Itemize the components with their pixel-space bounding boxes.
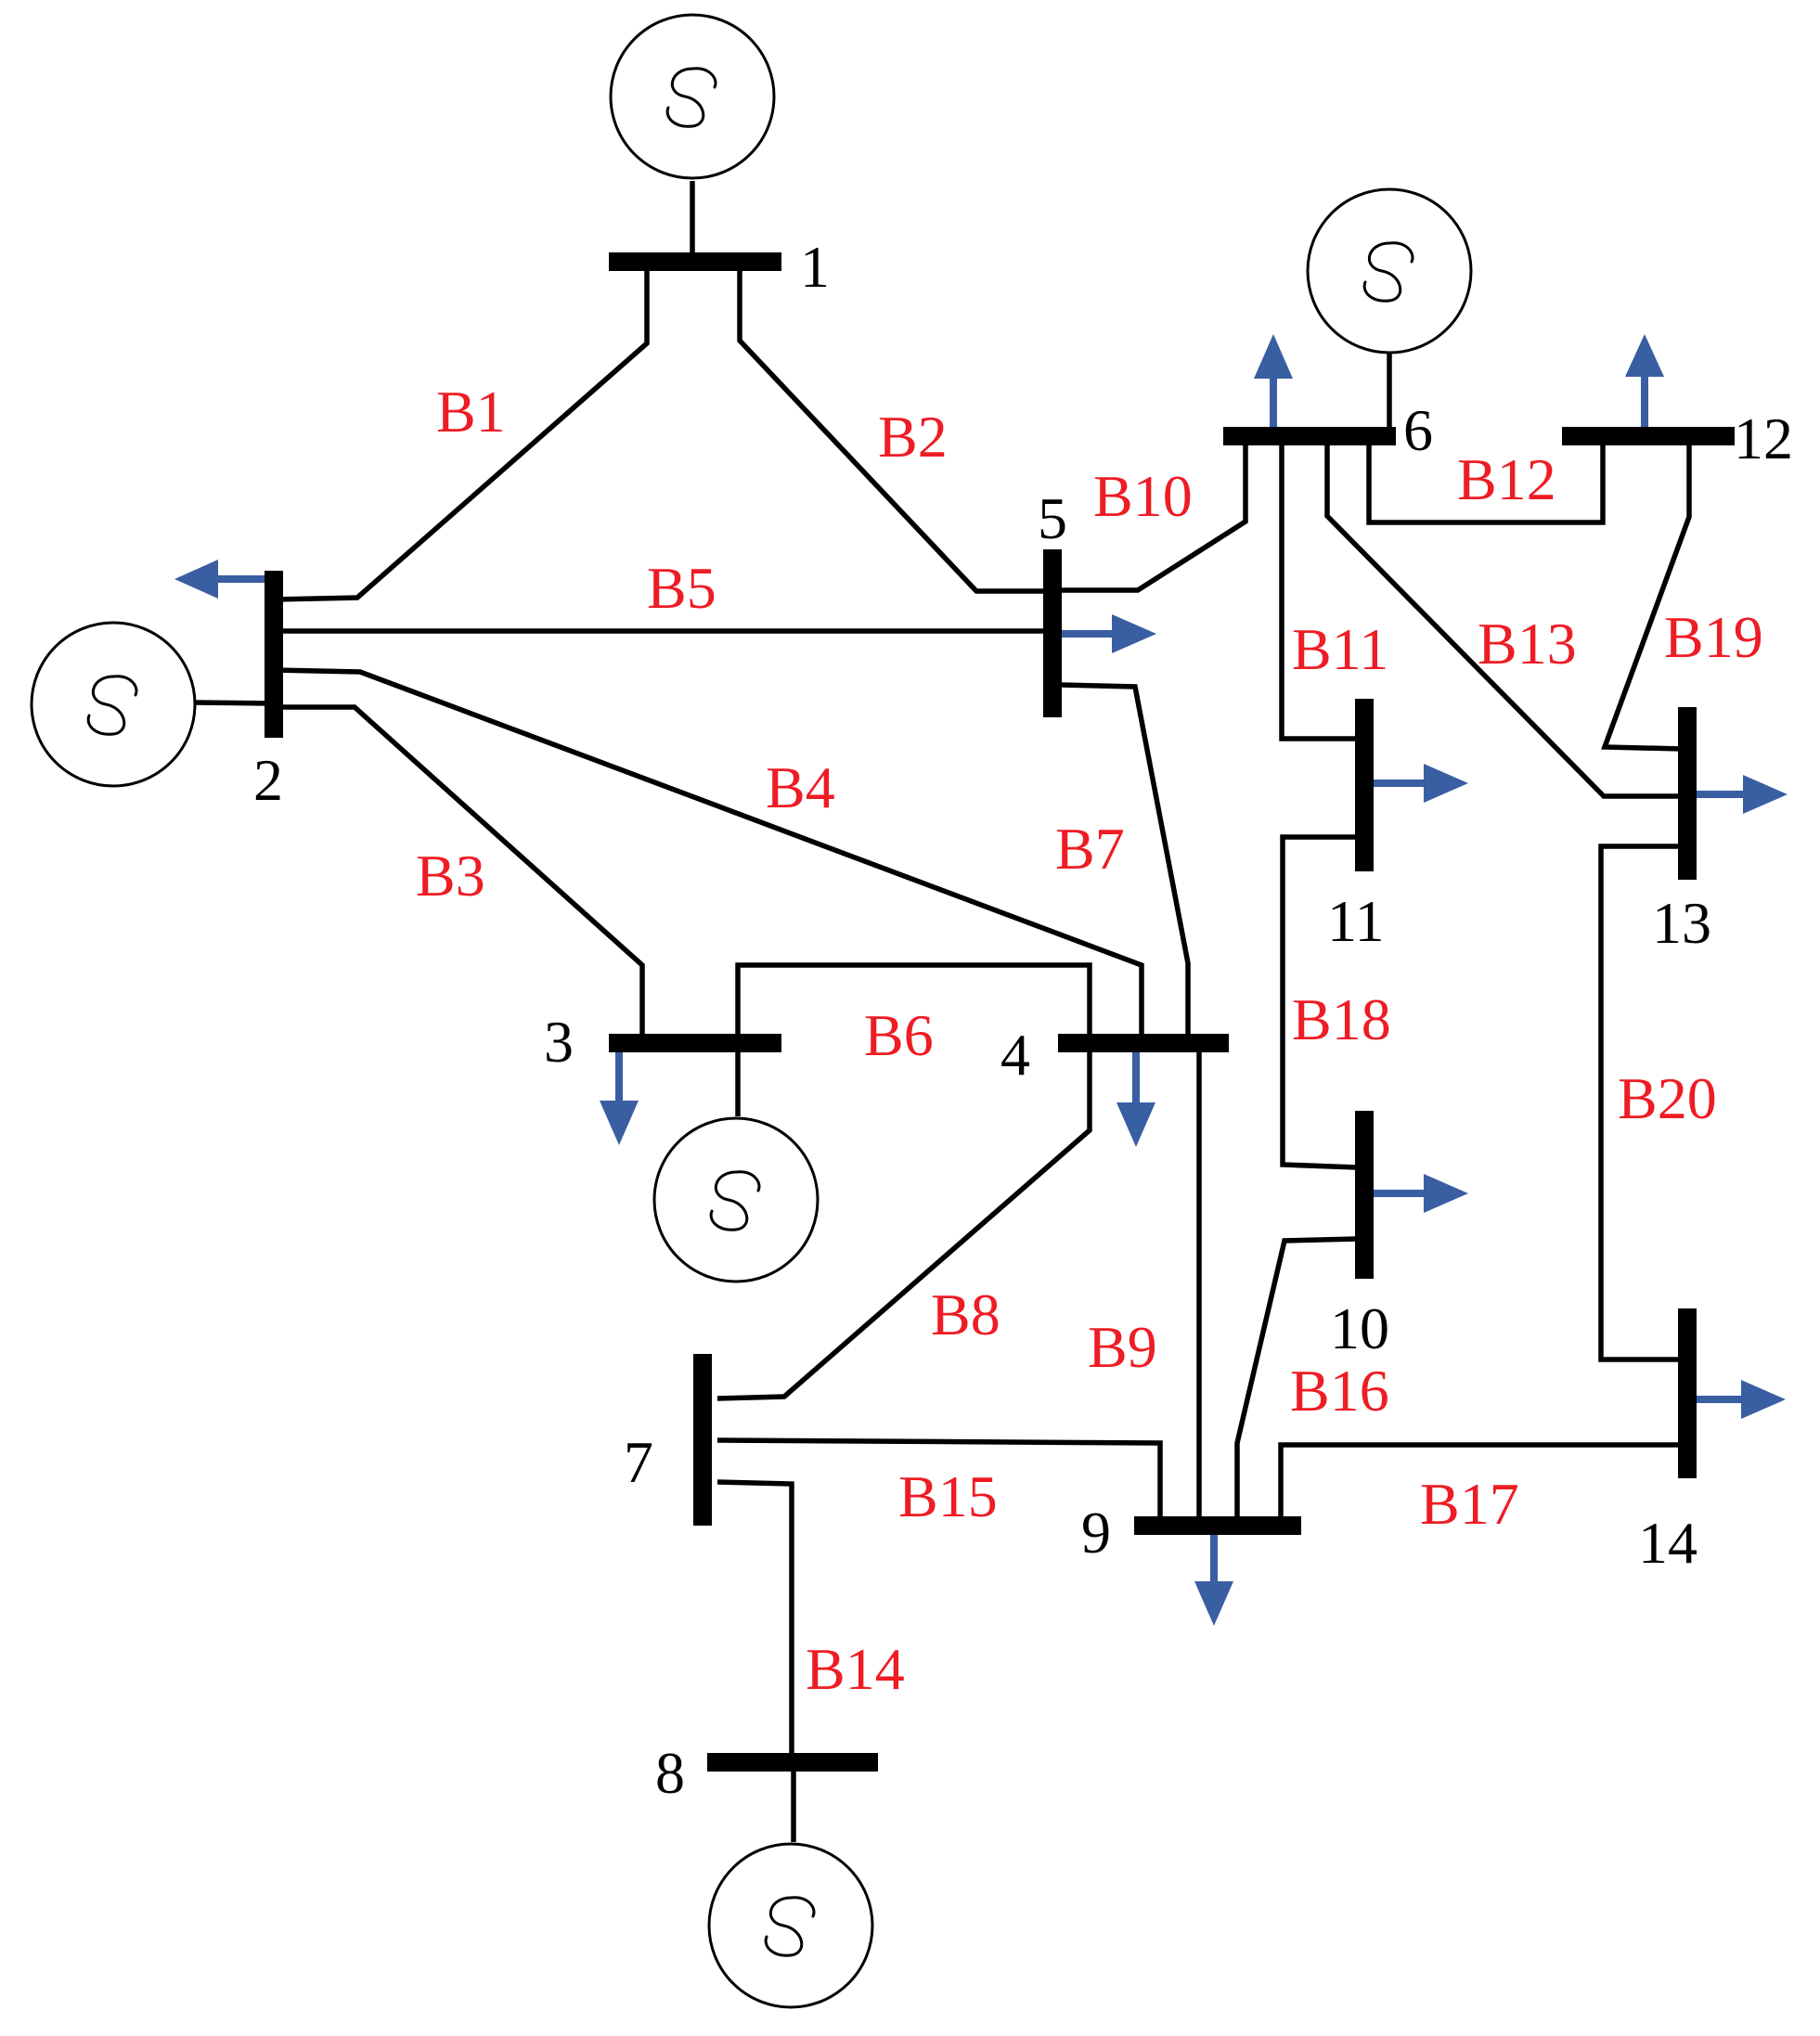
branch-line-b15 — [716, 1437, 1163, 1518]
branch-line-b2 — [737, 264, 1045, 594]
branch-label-b13: B13 — [1478, 611, 1577, 677]
branch-line-b1 — [273, 264, 650, 602]
branch-line-b7 — [1059, 682, 1191, 1041]
branch-label-b4: B4 — [766, 754, 835, 820]
bus-bar-13 — [1678, 707, 1697, 880]
load-arrow-icon — [600, 1049, 639, 1145]
branch-line-b10 — [1060, 436, 1248, 593]
bus-label-5: 5 — [1038, 485, 1067, 551]
generator-icon — [1306, 187, 1473, 354]
bus-bar-7 — [693, 1354, 712, 1526]
branch-label-b18: B18 — [1292, 986, 1391, 1052]
generator-icon — [30, 621, 197, 788]
bus-bar-4 — [1058, 1034, 1229, 1052]
bus-bar-5 — [1043, 549, 1062, 717]
generator-icon — [609, 13, 776, 180]
bus-labels: 1 2 3 4 5 6 7 8 9 10 11 12 13 14 — [253, 234, 1793, 1806]
bus-label-1: 1 — [800, 234, 830, 300]
load-arrow-icon — [1625, 334, 1664, 431]
branch-line-b6 — [735, 962, 1092, 1041]
branch-label-b19: B19 — [1664, 604, 1763, 670]
bus-label-10: 10 — [1330, 1295, 1389, 1361]
load-arrow-icon — [1254, 334, 1293, 432]
branch-line-b14 — [716, 1479, 794, 1763]
branch-label-b8: B8 — [931, 1282, 1000, 1347]
branch-label-b9: B9 — [1088, 1314, 1157, 1380]
branch-line-b8 — [716, 1044, 1092, 1401]
bus-bar-11 — [1355, 699, 1374, 871]
bus-bar-10 — [1355, 1111, 1374, 1279]
branch-label-b5: B5 — [647, 555, 716, 621]
branch-labels: B1 B2 B3 B4 B5 B6 B7 B8 B9 B10 B11 B12 B… — [416, 379, 1763, 1702]
branch-label-b14: B14 — [806, 1636, 905, 1702]
branch-label-b16: B16 — [1290, 1358, 1389, 1424]
branch-line-b3 — [274, 704, 645, 1041]
branch-line-b19 — [1601, 436, 1692, 752]
load-arrow-icon — [1194, 1531, 1233, 1626]
branch-label-b2: B2 — [878, 404, 948, 470]
load-arrow-icon — [1060, 614, 1156, 653]
branch-label-b15: B15 — [898, 1463, 998, 1529]
branch-label-b17: B17 — [1420, 1471, 1519, 1537]
load-arrow-icon — [1697, 775, 1788, 814]
load-arrow-icon — [174, 560, 269, 599]
bus-bar-6 — [1223, 427, 1396, 445]
branch-line-b20 — [1598, 844, 1682, 1362]
bus-bar-1 — [609, 252, 781, 271]
branch-line-b16 — [1234, 1236, 1358, 1518]
branch-line-b17 — [1278, 1442, 1682, 1518]
branch-label-b6: B6 — [864, 1002, 934, 1068]
generator-icon — [707, 1842, 874, 2009]
bus-label-4: 4 — [1000, 1022, 1030, 1088]
load-arrow-icon — [1117, 1049, 1155, 1147]
bus-label-2: 2 — [253, 747, 283, 813]
branch-label-b1: B1 — [436, 379, 506, 445]
bus-label-11: 11 — [1327, 888, 1385, 954]
branch-line-b4 — [273, 667, 1144, 1041]
branch-line-b18 — [1280, 834, 1358, 1170]
branch-label-b20: B20 — [1618, 1065, 1717, 1131]
bus-label-6: 6 — [1403, 397, 1433, 463]
bus-label-9: 9 — [1081, 1500, 1111, 1566]
branch-line-b12 — [1366, 436, 1606, 525]
branch-line-b13 — [1324, 436, 1682, 799]
loads — [174, 334, 1788, 1626]
buses — [265, 252, 1735, 1772]
branch-label-b10: B10 — [1093, 463, 1193, 529]
branch-lines — [273, 264, 1692, 1763]
bus-label-7: 7 — [624, 1429, 653, 1495]
bus-bar-8 — [707, 1753, 878, 1772]
generators — [30, 13, 1473, 2009]
bus-bar-12 — [1562, 427, 1735, 445]
branch-label-b11: B11 — [1292, 616, 1388, 682]
generator-connector-bus-2 — [192, 700, 272, 706]
bus-label-14: 14 — [1638, 1510, 1697, 1576]
bus-bar-2 — [265, 571, 283, 738]
bus-bar-14 — [1678, 1308, 1697, 1478]
generator-icon — [652, 1116, 820, 1283]
bus-label-12: 12 — [1734, 406, 1793, 471]
bus-bar-3 — [609, 1034, 781, 1052]
branch-line-b11 — [1279, 436, 1357, 741]
branch-label-b3: B3 — [416, 843, 485, 908]
bus-label-3: 3 — [544, 1009, 574, 1075]
bus-label-13: 13 — [1652, 890, 1711, 956]
branch-label-b12: B12 — [1457, 446, 1556, 512]
load-arrow-icon — [1372, 1174, 1468, 1213]
branch-label-b7: B7 — [1055, 816, 1125, 882]
load-arrow-icon — [1697, 1380, 1786, 1419]
bus-label-8: 8 — [655, 1740, 685, 1806]
bus-bar-9 — [1134, 1516, 1301, 1535]
load-arrow-icon — [1372, 764, 1468, 803]
